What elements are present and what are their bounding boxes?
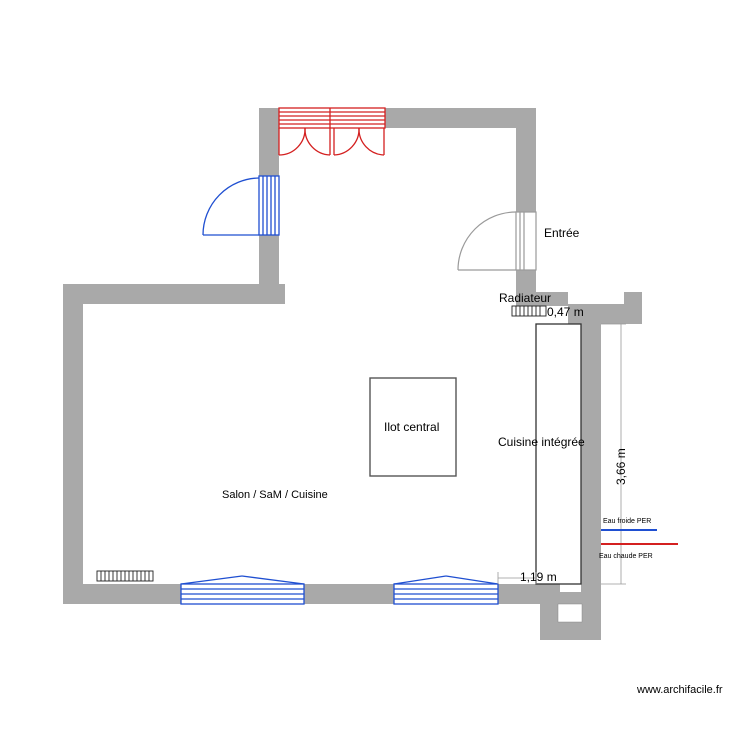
island-label: Ilot central: [384, 420, 439, 434]
wall-upper-right: [516, 108, 536, 216]
wall-entrance-ledge: [516, 292, 568, 306]
dimension-line-bottom: [497, 572, 537, 584]
dimension-radiator-gap: 0,47 m: [547, 305, 584, 319]
french-doors-top: [278, 107, 386, 156]
radiator-top: [511, 305, 547, 317]
door-entrance: [457, 211, 537, 271]
bottom-box-void: [557, 603, 583, 623]
wall-kitchen-right: [581, 304, 601, 640]
wall-main-left: [63, 284, 83, 604]
dimension-bottom-gap: 1,19 m: [520, 570, 557, 584]
dimension-line-kitchen: [601, 323, 626, 585]
kitchen-counter: [535, 323, 582, 585]
hot-water-label: Eau chaude PER: [599, 553, 653, 560]
cold-water-label: Eau froide PER: [603, 518, 651, 525]
kitchen-label: Cuisine intégrée: [498, 435, 585, 449]
walls: [63, 108, 642, 640]
window-bottom-right: [393, 575, 499, 605]
radiator-label: Radiateur: [499, 291, 551, 305]
watermark: www.archifacile.fr: [636, 684, 723, 696]
kitchen-island: [369, 377, 457, 477]
wall-kitchen-top-corner: [624, 292, 642, 324]
room-label-main: Salon / SaM / Cuisine: [222, 489, 328, 501]
wall-main-top: [63, 284, 285, 304]
dimension-kitchen-length: 3,66 m: [614, 448, 628, 485]
wall-upper-right-low: [516, 270, 536, 292]
door-left-blue: [202, 175, 280, 236]
window-bottom-left: [180, 575, 305, 605]
entrance-label: Entrée: [544, 226, 580, 240]
radiator-bottom-left: [96, 570, 154, 582]
